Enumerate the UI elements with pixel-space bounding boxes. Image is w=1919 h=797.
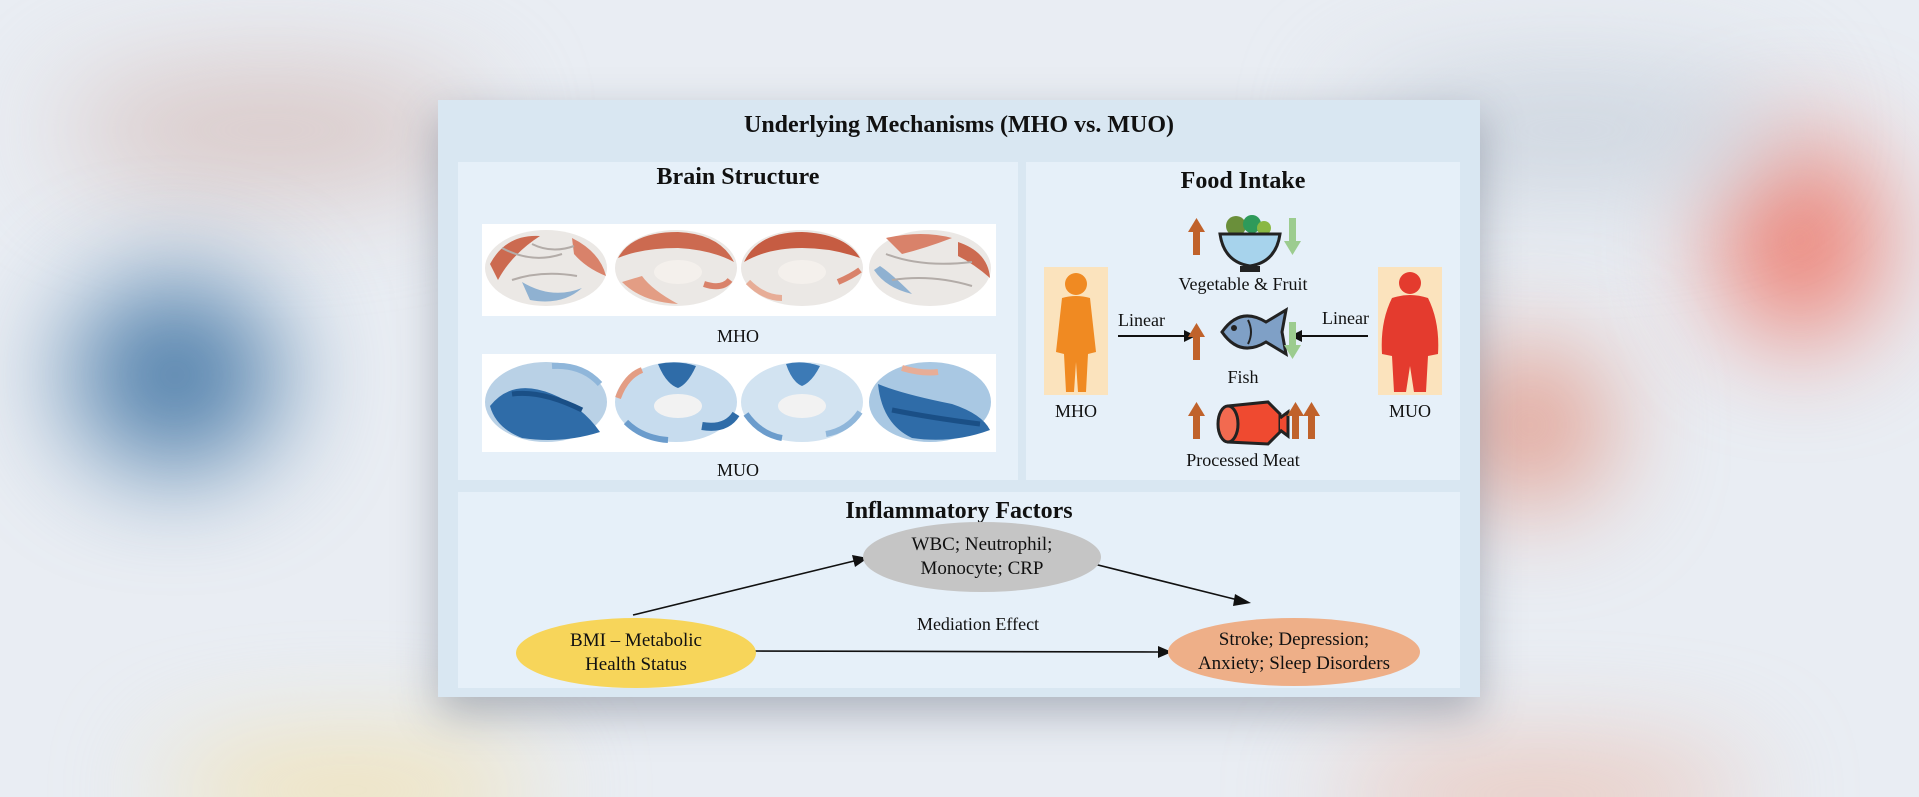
mho-brain-medial-left — [615, 230, 737, 306]
mho-brain-maps — [485, 230, 991, 306]
muo-brain-medial-right — [741, 362, 863, 442]
veg-up-arrow — [1188, 218, 1205, 255]
inflammatory-factors-panel: Inflammatory Factors WBC; Neutrophil; Mo… — [458, 492, 1460, 688]
mediation-effect-label: Mediation Effect — [916, 614, 1040, 634]
food-intake-graphics — [1044, 215, 1442, 446]
muo-person-icon — [1381, 272, 1439, 392]
brain-row-muo — [482, 354, 996, 452]
meat-up-arrow-3 — [1303, 402, 1320, 439]
mho-brain-lateral-left — [485, 230, 607, 306]
fish-up-arrow — [1188, 323, 1205, 360]
inflammatory-factors-title: Inflammatory Factors — [845, 498, 1073, 524]
vegetable-fruit-label: Vegetable & Fruit — [1178, 274, 1308, 294]
salad-bowl-icon — [1218, 215, 1282, 272]
brain-structure-title: Brain Structure — [656, 164, 820, 190]
mediator-ellipse: WBC; Neutrophil; Monocyte; CRP — [863, 522, 1101, 592]
brain-row-label-muo: MUO — [716, 460, 759, 480]
exposure-ellipse: BMI – Metabolic Health Status — [516, 618, 756, 688]
mediation-arrows — [632, 555, 1251, 658]
veg-down-arrow — [1284, 218, 1301, 255]
muo-brain-maps — [485, 362, 991, 443]
figure-title: Underlying Mechanisms (MHO vs. MUO) — [744, 112, 1174, 138]
meat-icon — [1216, 400, 1290, 446]
food-intake-panel: Food Intake — [1026, 162, 1460, 480]
mho-person-icon — [1056, 273, 1096, 392]
muo-person-label: MUO — [1388, 401, 1431, 421]
meat-up-arrow-2 — [1287, 402, 1304, 439]
processed-meat-label: Processed Meat — [1186, 450, 1300, 470]
muo-brain-medial-left — [615, 362, 740, 443]
outcome-line-1: Stroke; Depression; — [1218, 629, 1370, 650]
fish-icon — [1220, 307, 1289, 357]
right-linear-label: Linear — [1322, 308, 1369, 328]
mediator-line-1: WBC; Neutrophil; — [911, 534, 1053, 555]
mediator-line-2: Monocyte; CRP — [920, 558, 1044, 579]
mho-brain-medial-right — [741, 230, 863, 306]
fish-label: Fish — [1227, 367, 1259, 387]
meat-up-arrow — [1188, 402, 1205, 439]
brain-row-label-mho: MHO — [716, 326, 759, 346]
mho-person-label: MHO — [1054, 401, 1097, 421]
left-linear-label: Linear — [1118, 310, 1165, 330]
outcome-ellipse: Stroke; Depression; Anxiety; Sleep Disor… — [1168, 618, 1420, 686]
exposure-line-2: Health Status — [585, 654, 687, 675]
exposure-line-1: BMI – Metabolic — [570, 630, 702, 651]
brain-structure-panel: Brain Structure — [458, 162, 1018, 480]
food-intake-title: Food Intake — [1180, 168, 1306, 194]
figure-card: Underlying Mechanisms (MHO vs. MUO) Brai… — [438, 100, 1480, 697]
muo-brain-lateral-right — [869, 362, 991, 442]
brain-row-mho — [482, 224, 996, 316]
muo-brain-lateral-left — [485, 362, 607, 442]
mho-brain-lateral-right — [869, 230, 991, 306]
fish-down-arrow — [1284, 322, 1301, 359]
outcome-line-2: Anxiety; Sleep Disorders — [1197, 653, 1391, 674]
